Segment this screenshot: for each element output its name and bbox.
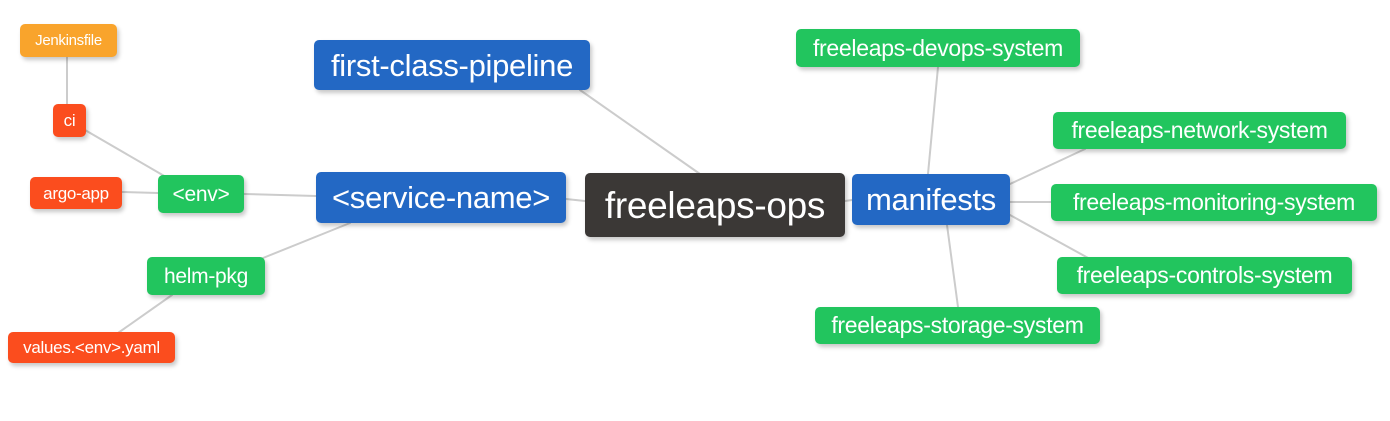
edge-argo-app-to-env [121,191,159,194]
node-storage[interactable]: freeleaps-storage-system [815,307,1100,344]
edge-env-to-service-name [243,193,317,197]
node-manifests[interactable]: manifests [852,174,1010,225]
node-freeleaps-ops[interactable]: freeleaps-ops [585,173,845,237]
edge-service-name-to-helm-pkg [262,222,351,259]
edge-helm-pkg-to-values-env-yaml [117,294,173,334]
edge-service-name-to-freeleaps-ops [565,198,586,202]
node-first-class-pipeline[interactable]: first-class-pipeline [314,40,590,90]
edge-manifests-to-controls [1009,214,1091,260]
edge-manifests-to-devops [927,66,939,175]
edge-first-class-pipeline-to-freeleaps-ops [579,89,701,175]
edge-freeleaps-ops-to-manifests [844,199,853,202]
node-jenkinsfile[interactable]: Jenkinsfile [20,24,117,57]
node-values-env-yaml[interactable]: values.<env>.yaml [8,332,175,363]
node-argo-app[interactable]: argo-app [30,177,122,209]
node-controls[interactable]: freeleaps-controls-system [1057,257,1352,294]
node-ci[interactable]: ci [53,104,86,137]
node-env[interactable]: <env> [158,175,244,213]
node-devops[interactable]: freeleaps-devops-system [796,29,1080,67]
node-monitoring[interactable]: freeleaps-monitoring-system [1051,184,1377,221]
node-network[interactable]: freeleaps-network-system [1053,112,1346,149]
node-service-name[interactable]: <service-name> [316,172,566,223]
edge-ci-to-env [84,129,167,178]
node-helm-pkg[interactable]: helm-pkg [147,257,265,295]
edge-manifests-to-network [1009,148,1086,185]
edge-manifests-to-storage [946,224,959,308]
